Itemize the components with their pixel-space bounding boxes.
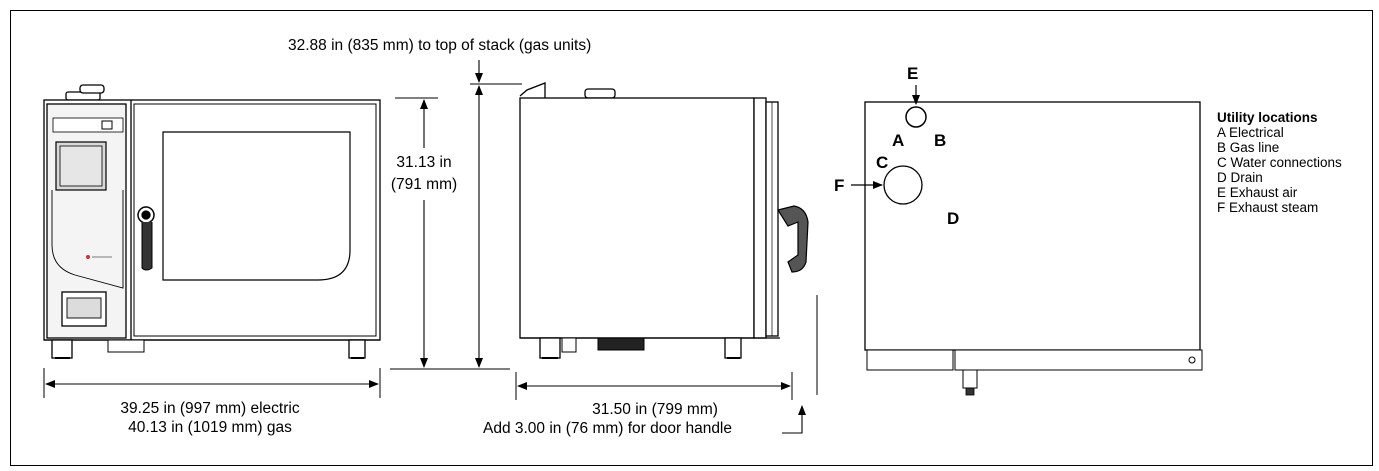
legend-item-drain: D Drain <box>1217 170 1263 185</box>
marker-e: E <box>907 64 919 83</box>
marker-a: A <box>892 131 905 150</box>
legend-item-exhaust-steam: F Exhaust steam <box>1217 200 1319 215</box>
legend-title: Utility locations <box>1217 110 1318 125</box>
marker-d: D <box>947 209 960 228</box>
utility-legend: Utility locations A Electrical B Gas lin… <box>1217 110 1342 215</box>
front-view-oven <box>43 84 381 359</box>
height-in-label: 31.13 in <box>396 154 452 171</box>
legend-item-exhaust-air: E Exhaust air <box>1217 185 1298 200</box>
width-electric-label: 39.25 in (997 mm) electric <box>120 400 300 417</box>
marker-c: C <box>876 153 889 172</box>
exhaust-air-circle <box>905 106 927 128</box>
side-view-oven <box>519 82 809 359</box>
width-gas-label: 40.13 in (1019 mm) gas <box>128 419 292 436</box>
exhaust-steam-circle <box>883 165 923 205</box>
depth-label: 31.50 in (799 mm) <box>592 401 718 418</box>
outer-border <box>10 10 1373 466</box>
door-handle-leader <box>782 405 806 434</box>
legend-item-electrical: A Electrical <box>1217 125 1284 140</box>
height-mm-label: (791 mm) <box>390 176 458 193</box>
marker-b: B <box>934 131 947 150</box>
legend-item-gas-line: B Gas line <box>1217 140 1280 155</box>
legend-item-water: C Water connections <box>1217 155 1342 170</box>
stack-height-label: 32.88 in (835 mm) to top of stack (gas u… <box>288 37 592 54</box>
door-handle-label: Add 3.00 in (76 mm) for door handle <box>483 420 732 437</box>
marker-f: F <box>834 176 845 195</box>
back-view-oven <box>864 101 1203 396</box>
